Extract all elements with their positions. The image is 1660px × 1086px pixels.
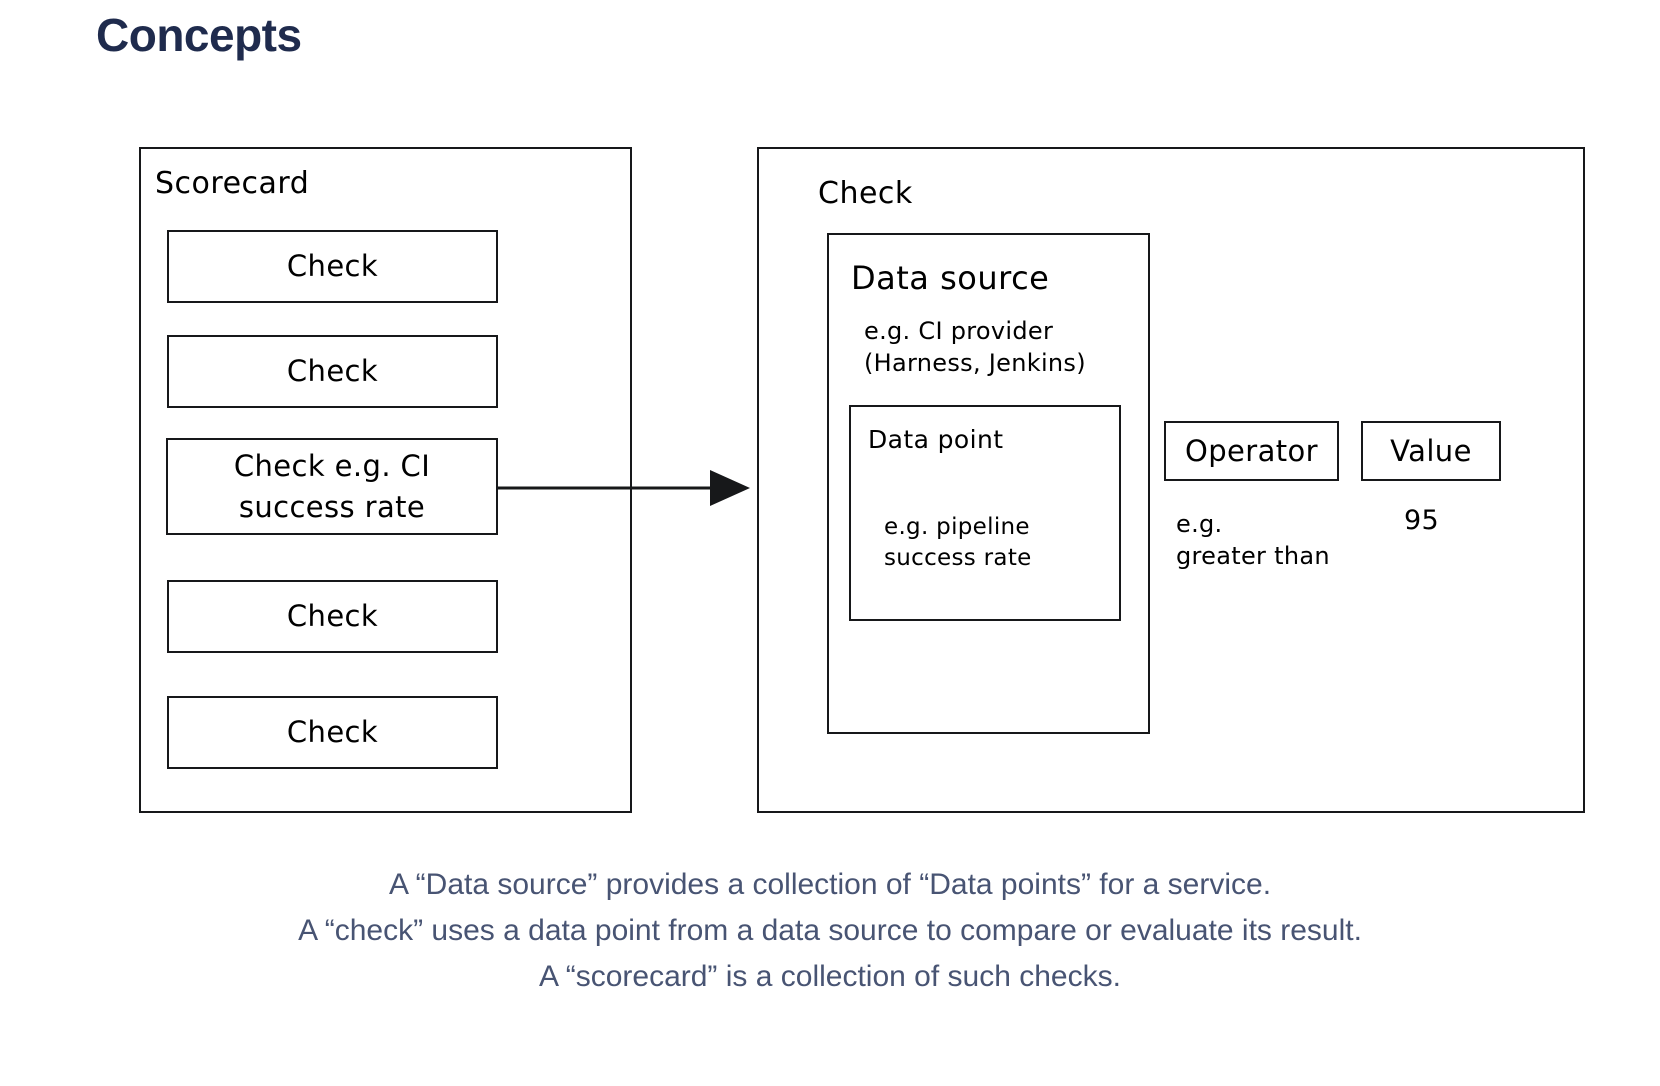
operator-label: Operator	[1184, 434, 1318, 468]
data-source-label: Data source	[851, 259, 1050, 297]
check-item-label: Check e.g. CI success rate	[233, 449, 431, 524]
scorecard-check-item-4[interactable]: Check	[167, 580, 498, 653]
operator-box[interactable]: Operator	[1164, 421, 1339, 481]
scorecard-check-item-3[interactable]: Check e.g. CI success rate	[166, 438, 498, 535]
value-label: Value	[1390, 434, 1472, 468]
scorecard-check-item-5[interactable]: Check	[167, 696, 498, 769]
scorecard-panel	[139, 147, 632, 813]
operator-note: e.g. greater than	[1176, 510, 1330, 571]
caption-line-1: A “Data source” provides a collection of…	[388, 868, 1272, 901]
data-point-note: e.g. pipeline success rate	[884, 514, 1032, 572]
data-source-note: e.g. CI provider (Harness, Jenkins)	[864, 317, 1086, 378]
data-source-box[interactable]	[827, 233, 1150, 734]
value-note: 95	[1404, 505, 1439, 536]
caption-block: A “Data source” provides a collection of…	[0, 862, 1660, 1000]
scorecard-check-item-2[interactable]: Check	[167, 335, 498, 408]
data-point-label: Data point	[868, 425, 1004, 454]
scorecard-label: Scorecard	[155, 166, 310, 201]
data-point-box[interactable]	[849, 405, 1121, 621]
check-panel	[757, 147, 1585, 813]
page-title: Concepts	[96, 9, 302, 61]
caption-line-2: A “check” uses a data point from a data …	[298, 914, 1362, 947]
check-item-label: Check	[286, 715, 379, 750]
check-item-label: Check	[286, 599, 379, 634]
scorecard-check-item-1[interactable]: Check	[167, 230, 498, 303]
value-box[interactable]: Value	[1361, 421, 1501, 481]
scorecard-to-check-arrow-icon	[498, 470, 750, 506]
caption-line-3: A “scorecard” is a collection of such ch…	[539, 960, 1121, 993]
check-item-label: Check	[286, 249, 379, 284]
check-item-label: Check	[286, 354, 379, 389]
check-panel-label: Check	[818, 176, 913, 211]
